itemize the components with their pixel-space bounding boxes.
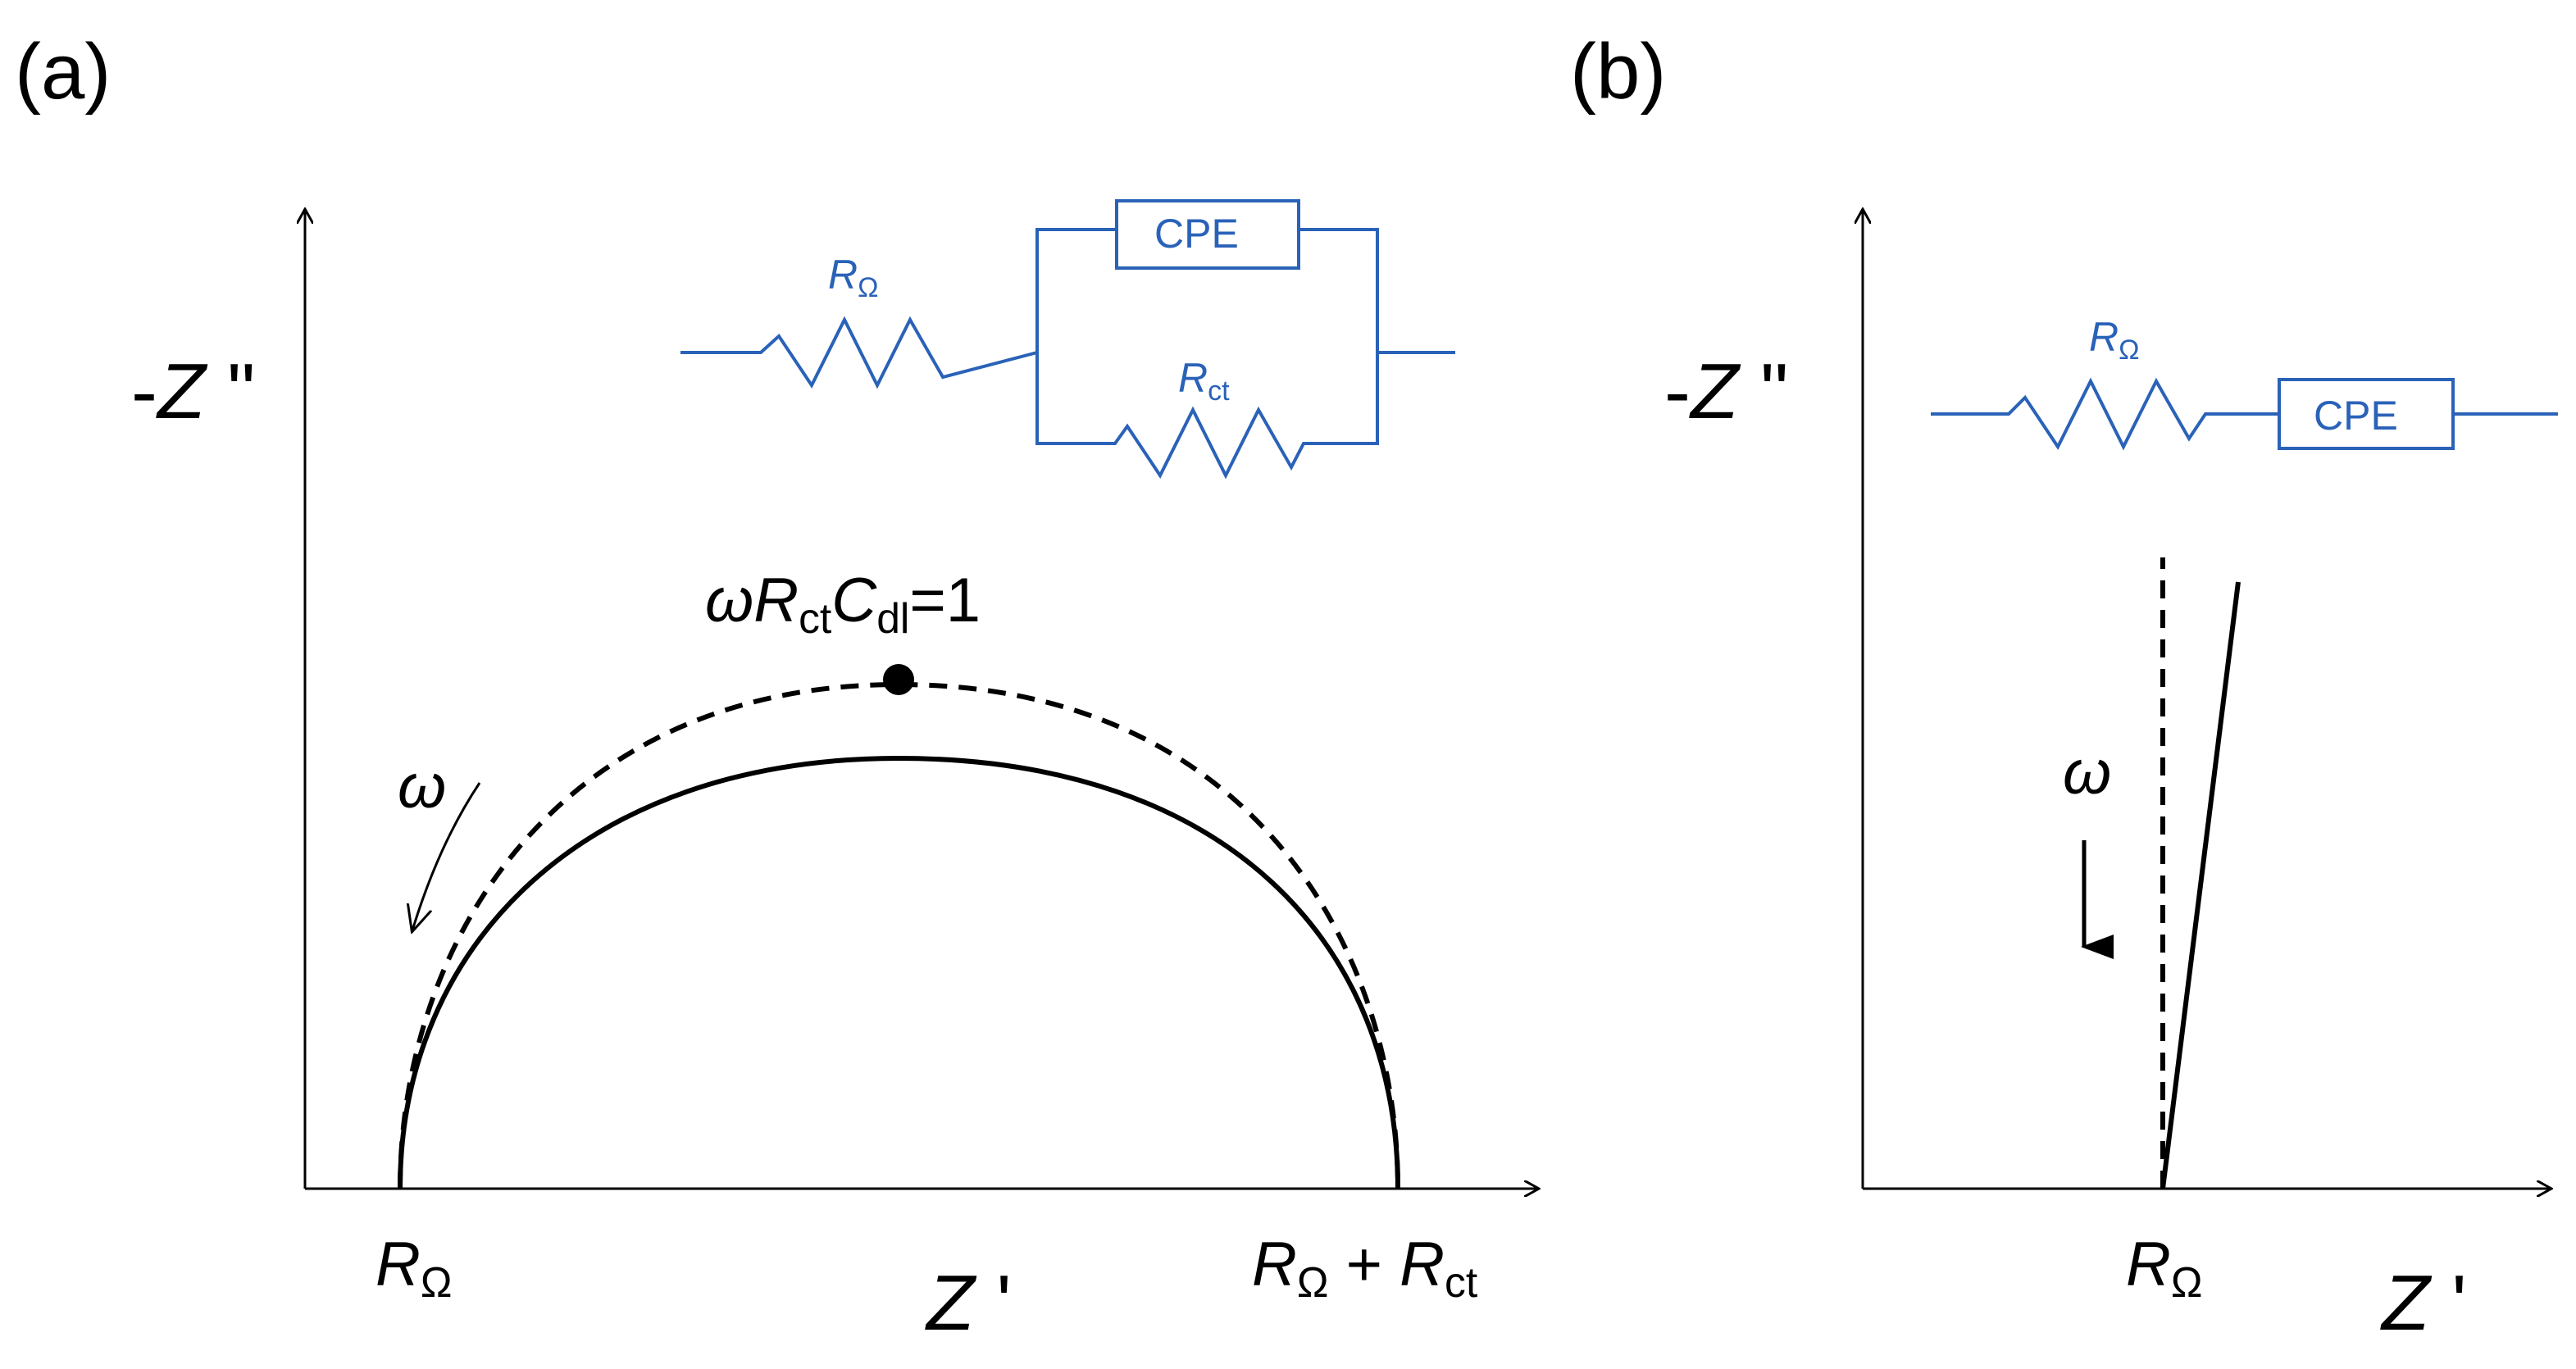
panel-a-cpe-label: CPE <box>1154 211 1239 257</box>
panel-a-apex-point <box>883 664 914 695</box>
panel-a: (a) -Z " Z ' RΩ RΩ + Rct ωRctCdl=1 ω C <box>15 28 1539 1347</box>
panel-b-y-axis-label: -Z " <box>1664 348 1788 435</box>
panel-b-r-omega-label: RΩ <box>2089 314 2140 366</box>
panel-b-tick-r-omega: RΩ <box>2126 1230 2203 1306</box>
panel-a-apex-label: ωRctCdl=1 <box>705 566 981 642</box>
panel-b-circuit <box>1931 377 2558 451</box>
panel-a-y-axis-label: -Z " <box>131 348 255 435</box>
resistor-r-ct-icon <box>1035 352 1379 480</box>
panel-a-cpe-arc <box>398 755 1400 1189</box>
circuit-wire-top <box>1035 228 1455 354</box>
panel-a-ideal-semicircle <box>398 681 1400 1189</box>
panel-b-tag: (b) <box>1570 28 1666 116</box>
panel-b-omega-label: ω <box>2063 738 2111 807</box>
panel-a-omega-label: ω <box>398 752 446 821</box>
panel-a-r-omega-label: RΩ <box>828 252 879 303</box>
panel-a-r-ct-label: Rct <box>1178 355 1230 407</box>
panel-b-cpe-line <box>2160 581 2241 1189</box>
panel-b-x-axis-label: Z ' <box>2380 1259 2467 1347</box>
panel-a-omega-arrow <box>412 782 481 930</box>
panel-b-cpe-label: CPE <box>2314 393 2398 439</box>
resistor-r-omega-icon <box>1931 377 2279 451</box>
panel-a-tick-r-omega-plus-r-ct: RΩ + Rct <box>1252 1230 1477 1306</box>
panel-b: (b) -Z " Z ' RΩ ω CPE RΩ <box>1570 28 2558 1347</box>
cpe-box-icon <box>1115 199 1300 270</box>
panel-a-circuit <box>680 199 1455 480</box>
resistor-r-omega-icon <box>680 316 1038 389</box>
panel-a-tick-r-omega: RΩ <box>375 1230 453 1306</box>
panel-a-tag: (a) <box>15 28 111 116</box>
panel-a-x-axis-label: Z ' <box>925 1259 1012 1347</box>
